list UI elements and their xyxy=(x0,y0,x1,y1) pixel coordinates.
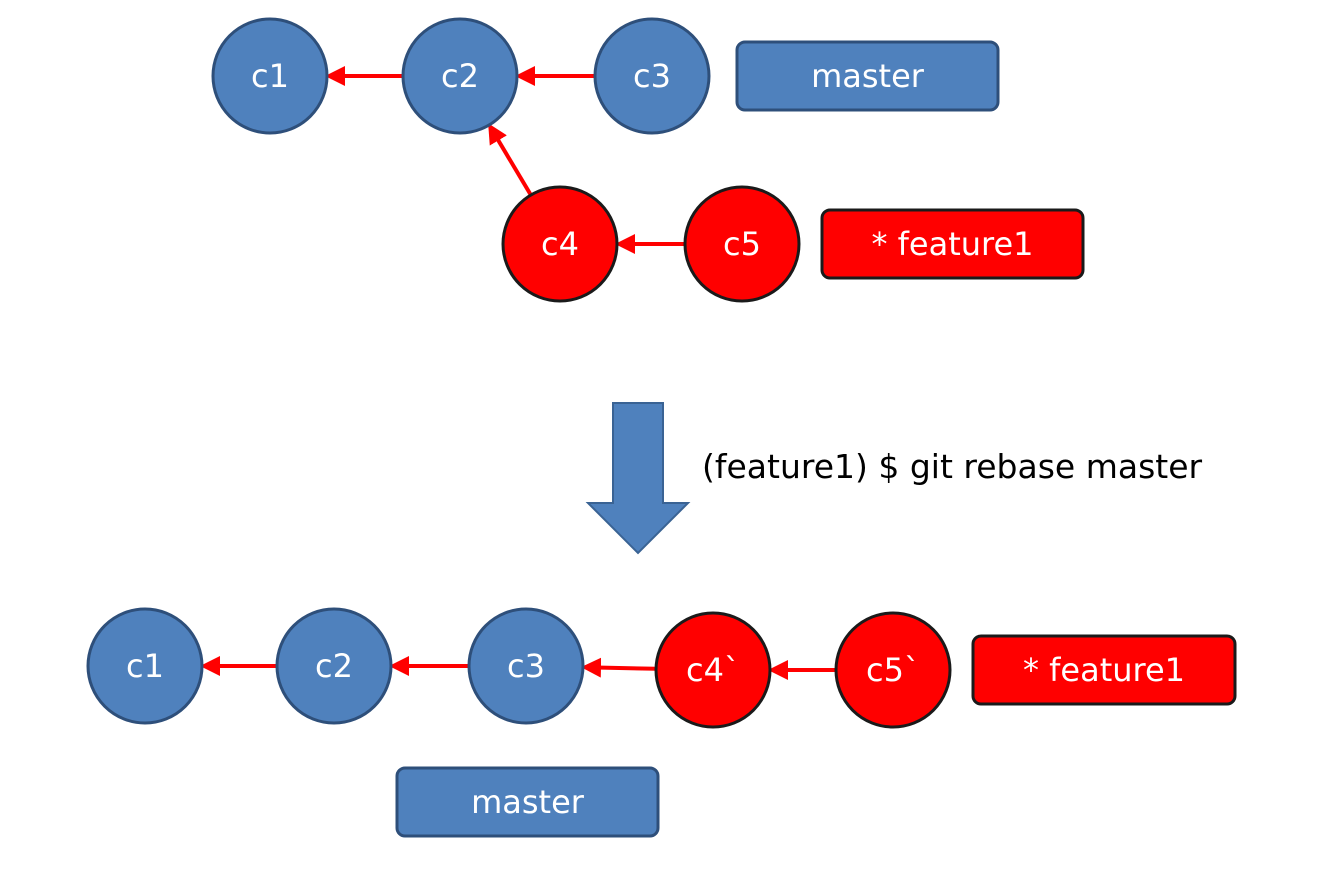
before-branch-feature1: * feature1 xyxy=(820,208,1085,280)
before-branch-box-feature1 xyxy=(820,208,1085,280)
after-commit-c1: c1 xyxy=(86,607,204,725)
after-commit-label-c4p: c4` xyxy=(686,651,740,689)
before-commit-label-c1: c1 xyxy=(251,57,289,95)
before-commit-circle-c4 xyxy=(501,185,619,303)
before-commit-c1: c1 xyxy=(211,17,329,135)
after-branch-box-feature1 xyxy=(971,634,1237,706)
before-commit-label-c2: c2 xyxy=(441,57,479,95)
after-commit-circle-c2 xyxy=(275,607,393,725)
before-commit-circle-c5 xyxy=(683,185,801,303)
after-commit-circle-c5p xyxy=(834,611,952,729)
after-commit-circle-c4p xyxy=(654,611,772,729)
before-commit-c4: c4 xyxy=(501,185,619,303)
before-commit-label-c4: c4 xyxy=(541,225,579,263)
after-branch-box-master xyxy=(395,766,660,838)
before-commit-circle-c2 xyxy=(401,17,519,135)
after-branch-label-master: master xyxy=(471,783,585,821)
after-commit-circle-c3 xyxy=(467,607,585,725)
after-branch-master: master xyxy=(395,766,660,838)
before-commit-c5: c5 xyxy=(683,185,801,303)
before-commit-c2: c2 xyxy=(401,17,519,135)
before-commit-c3: c3 xyxy=(593,17,711,135)
after-edge-c4p-to-c3 xyxy=(580,657,657,678)
after-commit-label-c3: c3 xyxy=(507,647,545,685)
before-branch-label-master: master xyxy=(811,57,925,95)
rebase-arrow xyxy=(585,402,691,555)
after-commit-circle-c1 xyxy=(86,607,204,725)
after-commit-label-c5p: c5` xyxy=(866,651,920,689)
before-commit-circle-c1 xyxy=(211,17,329,135)
before-commit-label-c5: c5 xyxy=(723,225,761,263)
down-arrow-icon xyxy=(585,402,691,555)
edges-layer xyxy=(200,66,836,680)
after-commit-c2: c2 xyxy=(275,607,393,725)
command-caption: (feature1) $ git rebase master xyxy=(702,447,1203,486)
before-commit-circle-c3 xyxy=(593,17,711,135)
after-commit-c3: c3 xyxy=(467,607,585,725)
before-branch-master: master xyxy=(735,40,1000,112)
before-branch-label-feature1: * feature1 xyxy=(871,225,1033,263)
before-branch-box-master xyxy=(735,40,1000,112)
nodes-layer: c1 c2 c3 c4 c5 c1 c2 c3 c4` c5` xyxy=(86,17,952,729)
branches-layer: master * feature1 * feature1 master xyxy=(395,40,1237,838)
after-branch-feature1: * feature1 xyxy=(971,634,1237,706)
before-commit-label-c3: c3 xyxy=(633,57,671,95)
after-commit-label-c1: c1 xyxy=(126,647,164,685)
after-commit-label-c2: c2 xyxy=(315,647,353,685)
after-branch-label-feature1: * feature1 xyxy=(1023,651,1185,689)
after-commit-c5p: c5` xyxy=(834,611,952,729)
after-commit-c4p: c4` xyxy=(654,611,772,729)
before-edge-c4-to-c2 xyxy=(488,123,533,197)
